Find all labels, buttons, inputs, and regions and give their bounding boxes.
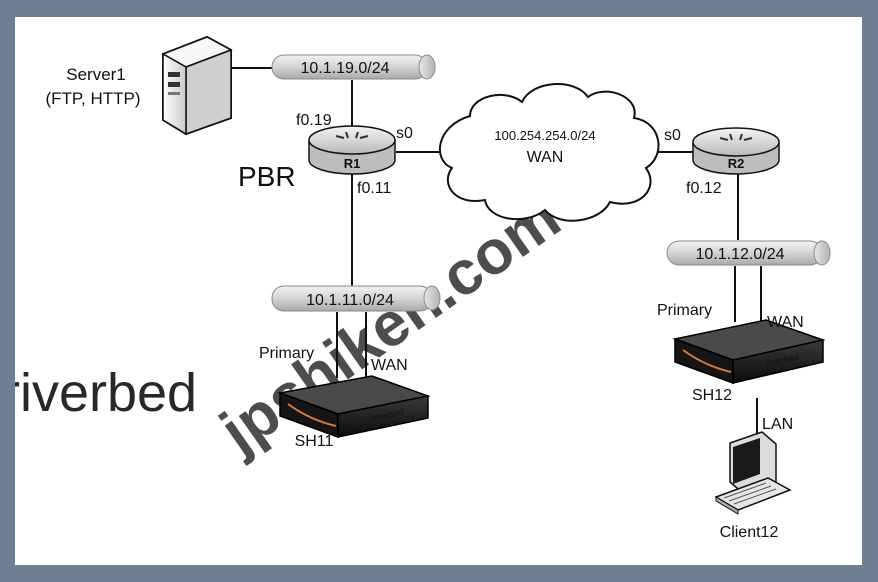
r1-iface-top: f0.19 — [296, 112, 332, 129]
segment-net11: 10.1.11.0/24 — [271, 285, 441, 312]
sh11-port-primary: Primary — [259, 345, 314, 362]
sh12-port-lan: LAN — [762, 416, 793, 433]
router-r1-icon: R1 — [308, 125, 396, 175]
sh11-port-wan: WAN — [371, 357, 408, 374]
server-name: Server1 — [66, 65, 126, 84]
steelhead-sh12-icon: riverbed — [672, 319, 826, 385]
wan-label: WAN — [527, 149, 564, 166]
router-r2-icon: R2 — [692, 127, 780, 175]
pbr-annotation: PBR — [238, 161, 296, 192]
segment-net12-label: 10.1.12.0/24 — [696, 246, 785, 263]
server-services: (FTP, HTTP) — [45, 89, 140, 108]
server-icon — [161, 35, 233, 136]
segment-net19: 10.1.19.0/24 — [271, 54, 436, 80]
wan-subnet-label: 100.254.254.0/24 — [494, 128, 595, 143]
watermark-brand: riverbed — [15, 363, 197, 423]
wan-cloud: 100.254.254.0/24 WAN — [438, 83, 660, 222]
router-r1-name: R1 — [344, 156, 361, 171]
segment-net19-label: 10.1.19.0/24 — [301, 60, 390, 77]
r2-iface-wan: s0 — [664, 127, 681, 144]
segment-net12: 10.1.12.0/24 — [666, 240, 831, 266]
router-r2-name: R2 — [728, 156, 745, 171]
network-diagram: jpshiken.com 10.1.19.0/24 10.1.11.0/24 1… — [15, 17, 862, 565]
r1-iface-bottom: f0.11 — [357, 180, 392, 197]
diagram-svg: jpshiken.com 10.1.19.0/24 10.1.11.0/24 1… — [15, 35, 831, 541]
segment-net11-label: 10.1.11.0/24 — [306, 292, 394, 309]
sh12-port-wan: WAN — [767, 314, 804, 331]
sh11-name: SH11 — [295, 433, 334, 450]
steelhead-sh11-icon: riverbed — [277, 375, 431, 439]
workstation-icon — [714, 431, 792, 515]
r2-iface-bottom: f0.12 — [686, 180, 722, 197]
r1-iface-wan: s0 — [396, 125, 413, 142]
client-name: Client12 — [720, 524, 779, 541]
sh12-port-primary: Primary — [657, 302, 712, 319]
sh12-name: SH12 — [692, 387, 732, 404]
